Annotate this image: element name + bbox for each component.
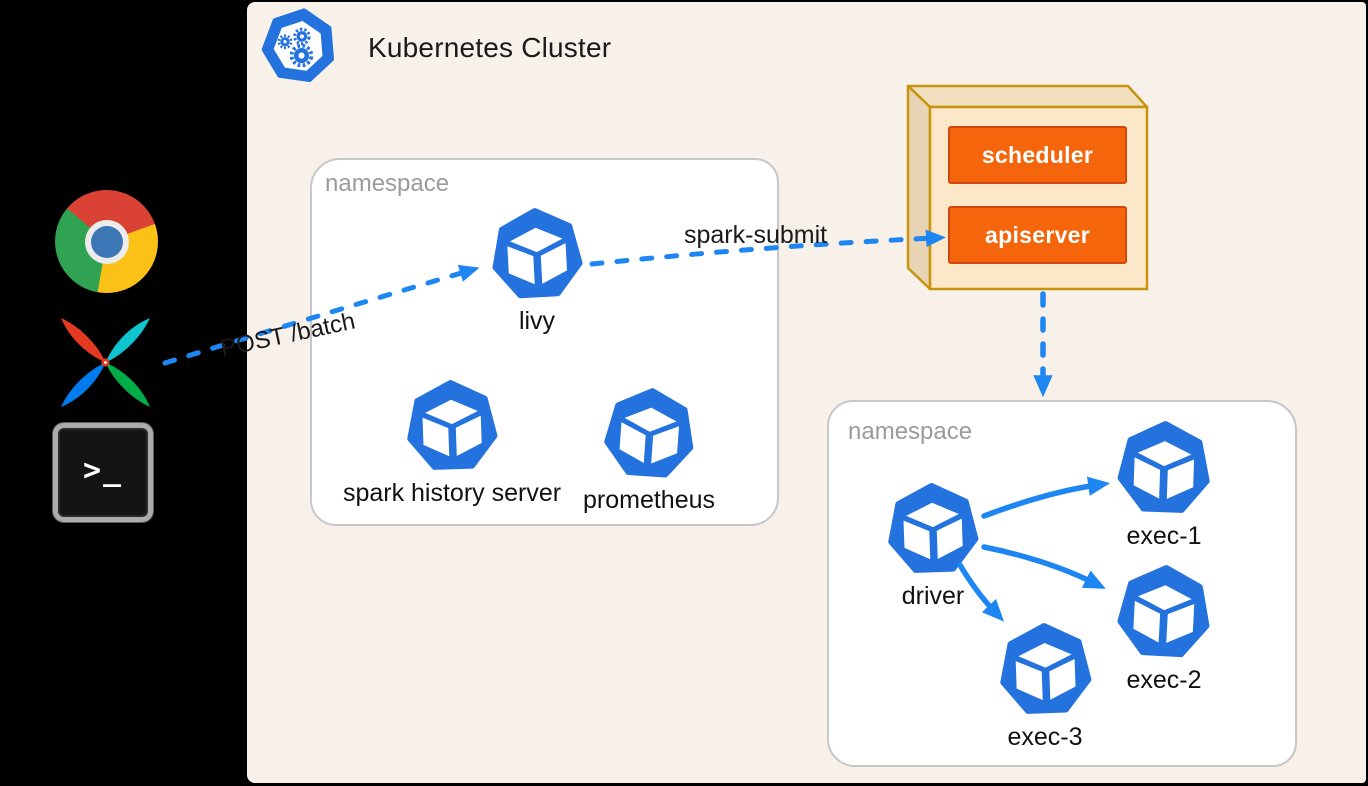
page-title: Kubernetes Cluster <box>368 32 612 63</box>
airflow-icon <box>61 318 150 407</box>
terminal-prompt: >_ <box>82 453 124 488</box>
pod-label: driver <box>901 582 965 610</box>
pod-icon <box>1114 419 1213 518</box>
pod-exec-1: exec-1 <box>1064 421 1264 551</box>
pod-label: exec-3 <box>1007 723 1083 751</box>
pod-label: spark history server <box>342 479 562 507</box>
pod-exec-2: exec-2 <box>1064 565 1264 695</box>
pod-spark-history-server: spark history server <box>343 378 561 508</box>
kubernetes-cluster-panel: Kubernetes Cluster namespace livy spark … <box>247 2 1366 783</box>
scheduler-component: scheduler <box>948 126 1127 184</box>
apiserver-label: apiserver <box>985 221 1090 248</box>
terminal-icon: >_ <box>53 423 153 522</box>
pod-icon <box>996 621 1094 719</box>
pod-icon <box>488 206 587 305</box>
pod-label: exec-1 <box>1126 522 1202 550</box>
pod-label: prometheus <box>582 486 716 514</box>
minikube-logo-icon <box>261 8 334 83</box>
pod-icon <box>599 385 698 484</box>
pod-label: exec-2 <box>1126 666 1202 694</box>
chrome-icon <box>55 190 158 293</box>
pod-icon <box>403 378 500 475</box>
pod-icon <box>884 481 981 578</box>
namespace-2-label: namespace <box>848 418 973 445</box>
namespace-1-label: namespace <box>325 170 450 197</box>
scheduler-label: scheduler <box>981 141 1094 168</box>
pod-livy: livy <box>437 208 637 336</box>
pod-driver: driver <box>833 483 1033 611</box>
edge-label-spark-submit: spark-submit <box>684 221 828 249</box>
apiserver-component: apiserver <box>948 206 1127 264</box>
pod-label: livy <box>518 307 556 335</box>
chrome-core <box>90 225 123 258</box>
pod-exec-3: exec-3 <box>945 623 1145 752</box>
pod-prometheus: prometheus <box>549 388 749 515</box>
